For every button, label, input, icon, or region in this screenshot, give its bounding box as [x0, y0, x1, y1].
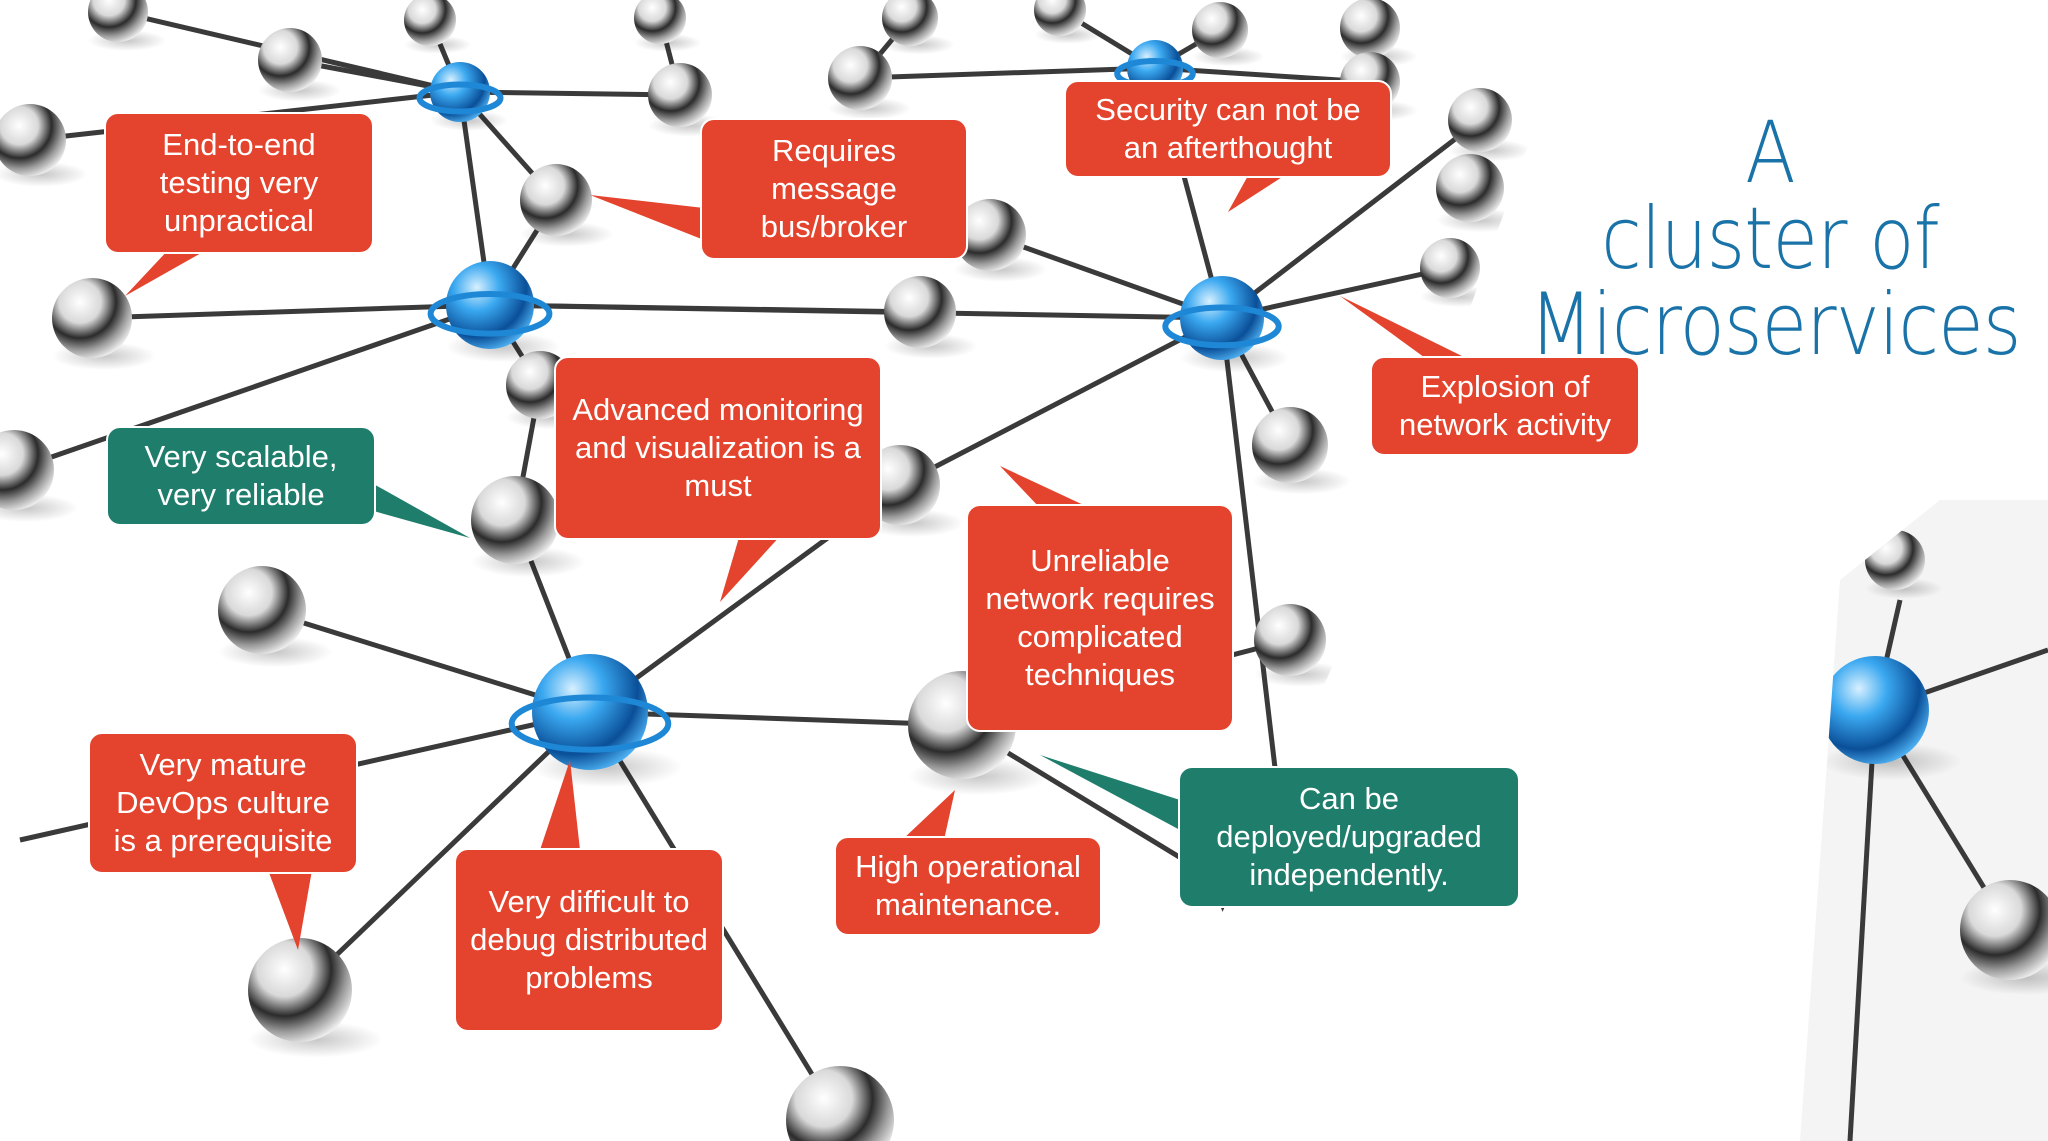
- callout-devops: Very mature DevOps culture is a prerequi…: [88, 732, 358, 874]
- network-edge: [489, 302, 1223, 321]
- network-edge: [91, 302, 491, 321]
- title-line-2: cluster of: [1601, 189, 1940, 289]
- tail-e2e: [125, 248, 210, 296]
- network-node: [248, 938, 352, 1042]
- network-node: [52, 278, 132, 358]
- tail-scalable: [370, 482, 470, 538]
- callout-unreliable-network: Unreliable network requires complicated …: [966, 504, 1234, 732]
- title-line-3: Microservices: [1529, 275, 2021, 375]
- callout-network-activity: Explosion of network activity: [1370, 356, 1640, 456]
- network-node: [634, 0, 686, 44]
- callout-monitoring-text: Advanced monitoring and visualization is…: [572, 392, 864, 503]
- callout-network-activity-text: Explosion of network activity: [1399, 369, 1611, 442]
- callout-deployed: Can be deployed/upgraded independently.: [1178, 766, 1520, 908]
- callout-message-bus: Requires message bus/broker: [700, 118, 968, 260]
- callout-monitoring: Advanced monitoring and visualization is…: [554, 356, 882, 540]
- tail-message-bus: [590, 195, 704, 240]
- network-node: [1034, 0, 1086, 36]
- network-node: [0, 104, 66, 176]
- network-node: [258, 28, 322, 92]
- network-node: [1192, 2, 1248, 58]
- title-line-1: A: [1745, 103, 1796, 203]
- network-node: [1436, 154, 1504, 222]
- callout-security: Security can not be an afterthought: [1064, 80, 1392, 178]
- network-edge: [898, 315, 1224, 488]
- network-node: [1448, 88, 1512, 152]
- callout-security-text: Security can not be an afterthought: [1095, 92, 1361, 165]
- network-hub-ring: [427, 291, 553, 337]
- network-hub-ring: [508, 694, 672, 753]
- tail-network-activity: [1340, 296, 1470, 360]
- network-node: [786, 1066, 894, 1141]
- network-node: [1252, 407, 1328, 483]
- network-hub: [446, 261, 534, 349]
- network-node: [404, 0, 456, 46]
- callout-unreliable-network-text: Unreliable network requires complicated …: [985, 543, 1215, 692]
- callout-debug-text: Very difficult to debug distributed prob…: [470, 884, 708, 995]
- network-edge: [1220, 118, 1482, 320]
- callout-devops-text: Very mature DevOps culture is a prerequi…: [113, 747, 333, 858]
- network-node: [218, 566, 306, 654]
- tail-debug: [540, 760, 580, 850]
- network-edge: [859, 65, 1156, 81]
- callout-e2e-testing-text: End-to-end testing very unpractical: [159, 127, 319, 238]
- inset-edge: [1847, 709, 1878, 1141]
- network-node: [0, 430, 54, 510]
- callout-message-bus-text: Requires message bus/broker: [760, 133, 908, 244]
- callout-debug: Very difficult to debug distributed prob…: [454, 848, 724, 1032]
- network-hub-ring: [1162, 304, 1282, 349]
- inset-hub: [1821, 656, 1929, 764]
- inset-network-view: [1800, 500, 2048, 1141]
- network-hub: [1180, 276, 1264, 360]
- tail-maintenance: [902, 790, 955, 840]
- network-node: [1420, 238, 1480, 298]
- network-node: [1340, 0, 1400, 58]
- callout-scalable: Very scalable, very reliable: [106, 426, 376, 526]
- callout-maintenance: High operational maintenance.: [834, 836, 1102, 936]
- callout-scalable-text: Very scalable, very reliable: [144, 439, 338, 512]
- callout-maintenance-text: High operational maintenance.: [855, 849, 1081, 922]
- network-node: [882, 0, 938, 46]
- network-node: [520, 164, 592, 236]
- network-node: [1254, 604, 1326, 676]
- tail-devops: [268, 870, 312, 950]
- network-edge: [13, 302, 491, 473]
- network-node: [648, 63, 712, 127]
- network-hub-ring: [416, 81, 504, 115]
- callout-deployed-text: Can be deployed/upgraded independently.: [1216, 781, 1482, 892]
- inset-node: [1960, 880, 2048, 980]
- inset-background: [1800, 500, 2048, 1141]
- tail-security: [1228, 172, 1290, 212]
- callout-e2e-testing: End-to-end testing very unpractical: [104, 112, 374, 254]
- tail-monitoring: [720, 534, 782, 602]
- network-edge: [589, 709, 963, 728]
- network-hub: [532, 654, 648, 770]
- network-node: [88, 0, 148, 42]
- network-node: [884, 276, 956, 348]
- network-node: [471, 476, 559, 564]
- tail-unreliable: [1000, 466, 1090, 508]
- slide-title: A cluster of Microservices: [1490, 110, 2048, 368]
- network-node: [954, 199, 1026, 271]
- network-hub: [430, 62, 490, 122]
- network-node: [828, 46, 892, 110]
- tail-deployed: [1040, 755, 1180, 830]
